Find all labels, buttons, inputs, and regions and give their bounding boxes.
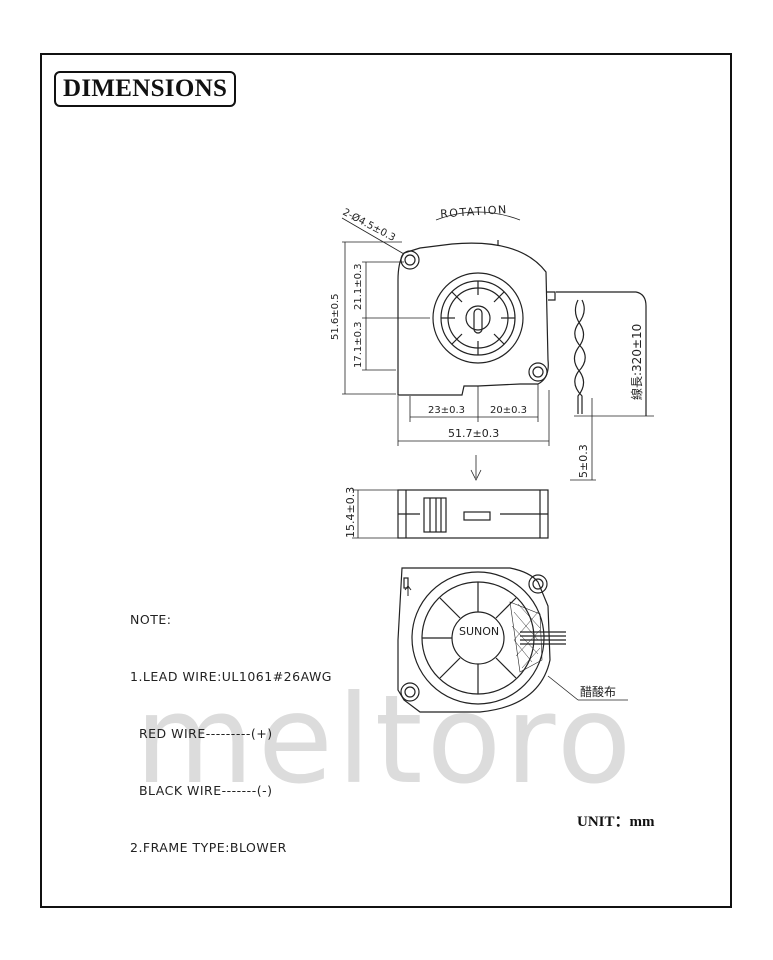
lead-wires: [556, 291, 647, 416]
fan-side-view: [352, 489, 549, 539]
notes-block: NOTE: 1.LEAD WIRE:UL1061#26AWG RED WIRE-…: [130, 572, 332, 876]
note-line: BLACK WIRE-------(-): [130, 783, 273, 798]
upper-offset-label: 21.1±0.3: [353, 263, 364, 310]
lead-strip-label: 5±0.3: [577, 444, 590, 478]
material-label: 醋酸布: [580, 684, 616, 699]
width-left-label: 23±0.3: [428, 405, 465, 416]
note-line: 1.LEAD WIRE:UL1061#26AWG: [130, 669, 332, 684]
width-overall-label: 51.7±0.3: [448, 427, 499, 440]
hole-spec-label: 2-Ø4.5±0.3: [341, 206, 398, 244]
unit-label: UNIT：mm: [577, 814, 655, 830]
thickness-label: 15.4±0.3: [344, 487, 357, 538]
fan-top-view: [397, 240, 556, 396]
width-right-label: 20±0.3: [490, 405, 527, 416]
brand-label: SUNON: [459, 625, 499, 638]
arrow-up-icon: [404, 585, 412, 596]
drawing-frame: [40, 53, 732, 908]
lead-length-label: 線長:320±10: [629, 324, 644, 400]
note-line: RED WIRE---------(+): [130, 726, 273, 741]
note-heading: NOTE:: [130, 612, 172, 627]
rotation-label: ROTATION: [440, 203, 508, 221]
height-overall-label: 51.6±0.5: [330, 293, 341, 340]
fan-bottom-view: [397, 567, 628, 713]
dimension-lines: [341, 211, 654, 481]
page-title: DIMENSIONS: [54, 71, 237, 107]
lower-offset-label: 17.1±0.3: [353, 321, 364, 368]
note-line: 2.FRAME TYPE:BLOWER: [130, 840, 287, 855]
